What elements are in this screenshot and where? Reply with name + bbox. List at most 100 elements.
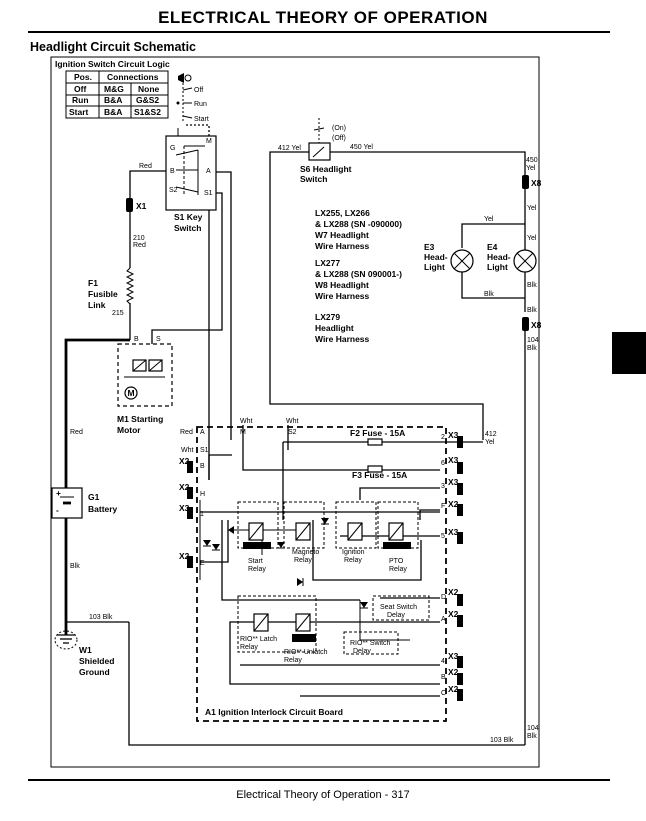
svg-text:Wire Harness: Wire Harness [315, 241, 370, 251]
e3-label: Light [424, 262, 445, 272]
s6-off: (Off) [332, 135, 346, 142]
relay-label: Relay [344, 557, 362, 564]
pin-label: B [441, 674, 446, 681]
right-connectors: X3 X3 X3 X2 X3 X2 X2 X3 X2 X2 [448, 430, 463, 701]
s1-label: Switch [174, 223, 201, 233]
relay-label: Relay [284, 657, 302, 664]
position-start: Start [194, 116, 209, 123]
f1-label: Fusible [88, 289, 118, 299]
e4-label: E4 [487, 242, 498, 252]
wire-label: Yel [485, 439, 495, 446]
s1-terminal: A [206, 168, 211, 175]
delay-label: Seat Switch [380, 604, 417, 611]
svg-text:X2: X2 [448, 609, 459, 619]
logic-cell: Run [72, 95, 89, 105]
s1-terminal: S1 [204, 190, 213, 197]
key-position-icon [176, 73, 193, 122]
ground-icon [54, 630, 78, 650]
pin-label: 3 [441, 483, 445, 490]
s1-terminal: G [170, 145, 175, 152]
svg-text:+: + [56, 488, 61, 498]
wire-label: Blk [527, 282, 537, 289]
logic-header-connections: Connections [107, 72, 159, 82]
pin-label: 6 [441, 460, 445, 467]
logic-cell: Off [74, 84, 86, 94]
svg-text:Wire Harness: Wire Harness [315, 291, 370, 301]
w1-label: Ground [79, 667, 110, 677]
wire-label: 104 [527, 725, 539, 732]
logic-cell: B&A [104, 107, 122, 117]
svg-text:Wire Harness: Wire Harness [315, 334, 370, 344]
connector-x8-top [522, 175, 529, 189]
m1-label: M1 Starting [117, 414, 163, 424]
header-rule [28, 31, 610, 33]
e4-label: Light [487, 262, 508, 272]
pin-label: S2 [288, 429, 297, 436]
delay-label: RIO** Switch [350, 640, 391, 647]
pin-label: 2 [441, 434, 445, 441]
wire-label: 450 [526, 157, 538, 164]
svg-text:X3: X3 [448, 430, 459, 440]
svg-text:X3: X3 [179, 503, 190, 513]
relay-group-top [237, 501, 419, 549]
relay-label: Start [248, 558, 263, 565]
wire-label: 104 [527, 337, 539, 344]
relay-label: PTO [389, 558, 404, 565]
wire-label: Red [133, 242, 146, 249]
svg-text:-: - [56, 505, 59, 515]
wire-label: Wht [181, 447, 194, 454]
svg-text:Headlight: Headlight [315, 323, 354, 333]
wire-label: Yel [527, 205, 537, 212]
wire-label: 103 Blk [89, 614, 113, 621]
wire-label: Yel [484, 216, 494, 223]
pin-label: C [441, 690, 446, 697]
section-tab [612, 332, 646, 374]
pin-label: S1 [200, 447, 209, 454]
svg-text:LX279: LX279 [315, 312, 340, 322]
wire-label: 412 Yel [278, 145, 301, 152]
wire-label: Blk [527, 733, 537, 740]
wire-label: Red [139, 163, 152, 170]
svg-text:W8 Headlight: W8 Headlight [315, 280, 369, 290]
pin-label: A [200, 429, 205, 436]
wire-label: 412 [485, 431, 497, 438]
connector-x1 [126, 198, 133, 212]
svg-text:X3: X3 [448, 651, 459, 661]
key-switch-body [165, 135, 217, 211]
svg-text:X2: X2 [179, 456, 190, 466]
f1-label: Link [88, 300, 106, 310]
logic-cell: G&S2 [136, 95, 159, 105]
f3-label: F3 Fuse - 15A [352, 470, 407, 480]
m1-terminal: S [156, 336, 161, 343]
section-title: Headlight Circuit Schematic [30, 40, 197, 54]
e3-label: Head- [424, 252, 448, 262]
m1-terminal: B [134, 336, 139, 343]
relay-label: RIO** Latch [240, 636, 277, 643]
pin-label: F [441, 503, 445, 510]
wire-label: Blk [527, 345, 537, 352]
svg-text:X2: X2 [448, 667, 459, 677]
svg-text:X2: X2 [179, 482, 190, 492]
wire-label: 210 [133, 235, 145, 242]
svg-text:X3: X3 [448, 455, 459, 465]
pin-label: 1 [200, 511, 204, 518]
svg-text:W7 Headlight: W7 Headlight [315, 230, 369, 240]
connector-x8-bottom [522, 317, 529, 331]
svg-text:X2: X2 [448, 499, 459, 509]
motor-icon [124, 386, 138, 400]
relay-label: Ignition [342, 549, 365, 556]
pin-label: B [200, 463, 205, 470]
harness-notes: LX255, LX266 & LX288 (SN -090000) W7 Hea… [315, 208, 402, 344]
fusible-link-icon [125, 267, 135, 305]
relay-label: Relay [389, 566, 407, 573]
relay-label: Magneto [292, 549, 319, 556]
pin-label: H [200, 491, 205, 498]
logic-cell: S1&S2 [134, 107, 161, 117]
s6-on: (On) [332, 125, 346, 132]
svg-text:X2: X2 [448, 684, 459, 694]
relay-label: Relay [248, 566, 266, 573]
s1-terminal: B [170, 168, 175, 175]
logic-cell: None [138, 84, 160, 94]
position-off: Off [194, 87, 203, 94]
